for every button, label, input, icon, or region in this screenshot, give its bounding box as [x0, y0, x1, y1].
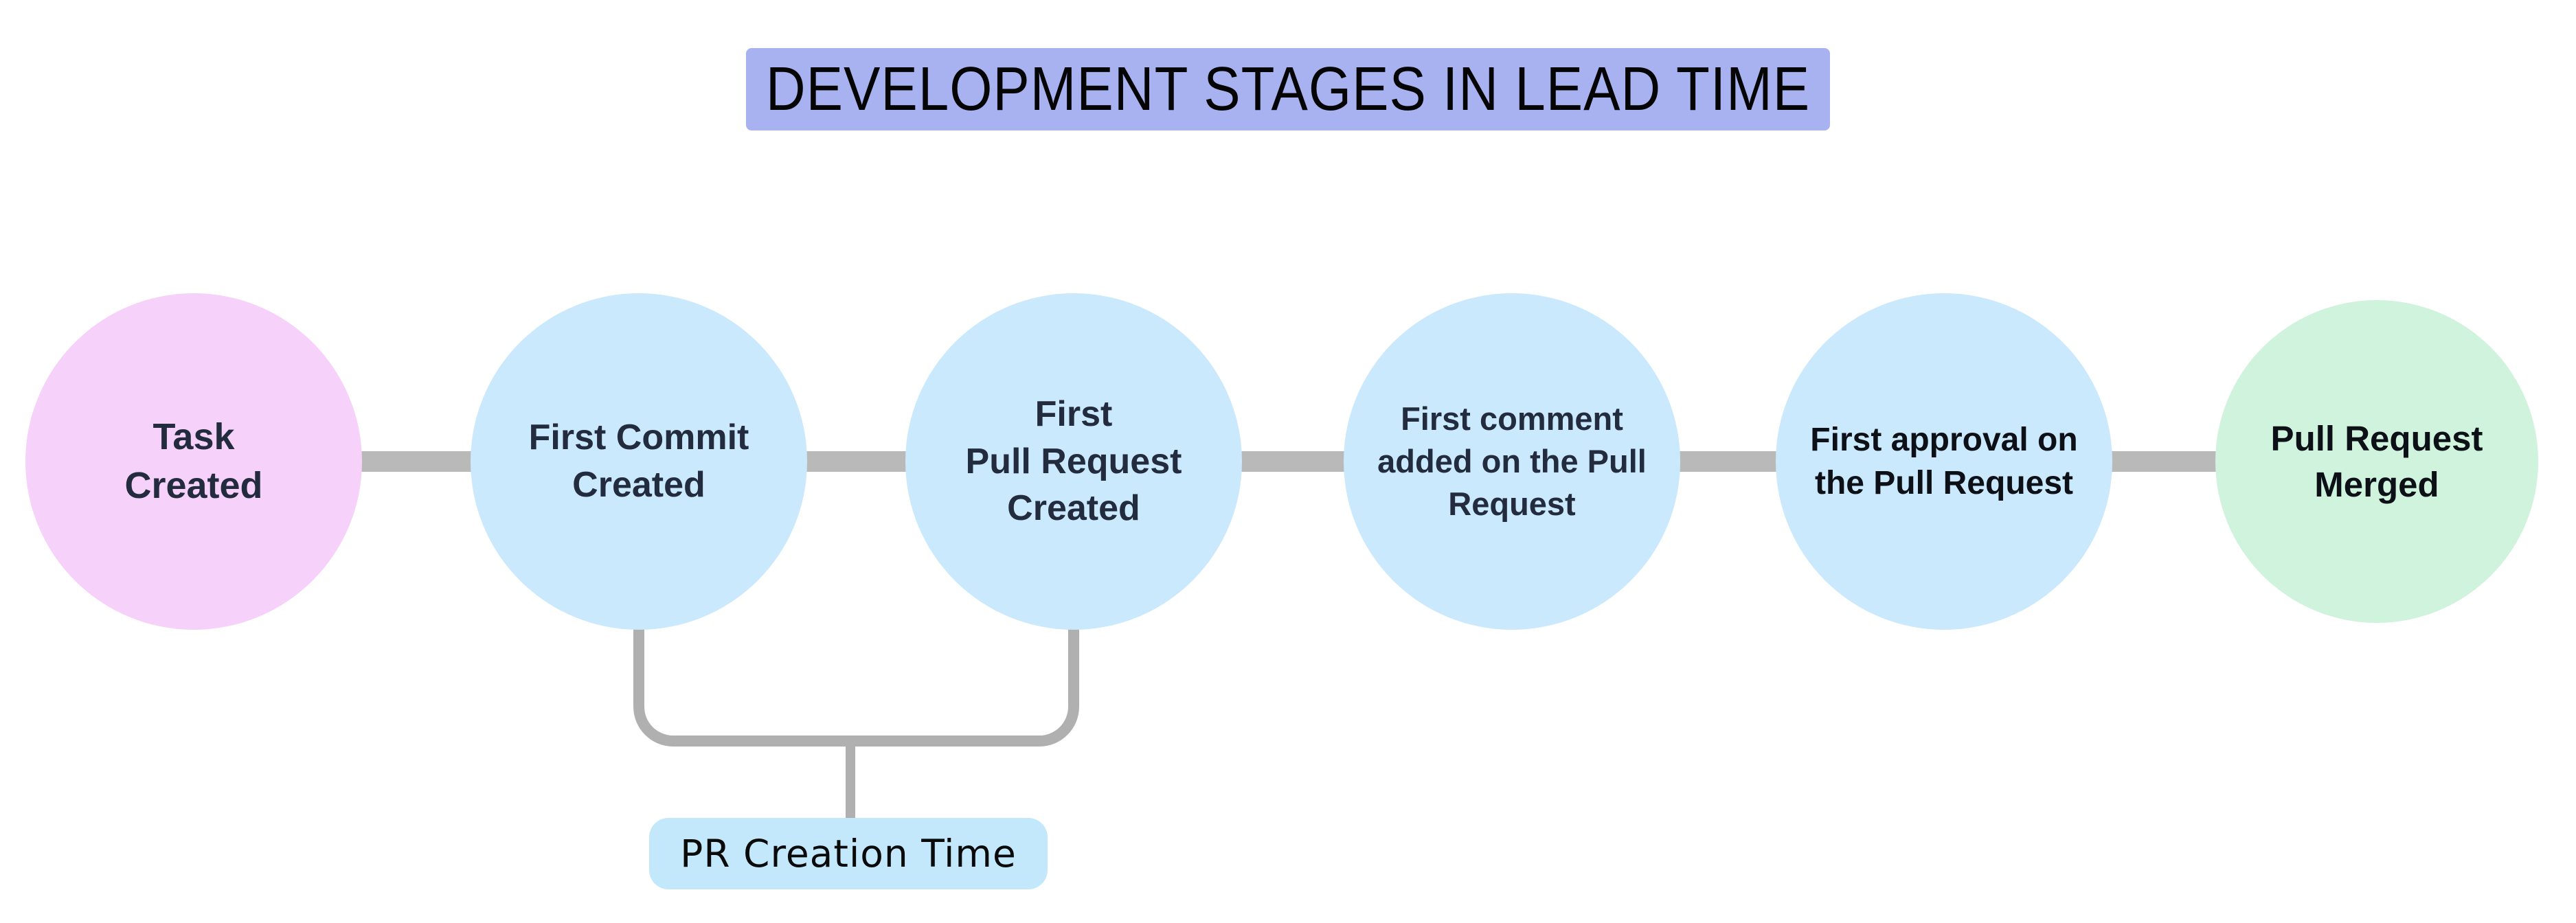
stage-node-first-approval: First approval on the Pull Request [1776, 293, 2112, 630]
stage-node-first-pull-request-created: First Pull Request Created [905, 293, 1242, 630]
stage-node-first-commit-created: First Commit Created [471, 293, 807, 630]
stage-label: Pull Request Merged [2270, 418, 2483, 504]
stage-label: First approval on the Pull Request [1810, 421, 2078, 501]
diagram-title-text: DEVELOPMENT STAGES IN LEAD TIME [765, 54, 1811, 124]
stage-node-task-created: Task Created [25, 293, 362, 630]
stage-node-first-comment-added: First comment added on the Pull Request [1344, 293, 1680, 630]
stage-node-pull-request-merged: Pull Request Merged [2215, 300, 2538, 623]
stage-label: Task Created [124, 415, 263, 506]
diagram-title-bar: DEVELOPMENT STAGES IN LEAD TIME [746, 48, 1830, 130]
pr-creation-time-bracket [633, 604, 1079, 747]
pr-creation-time-label: PR Creation Time [649, 818, 1048, 889]
stage-label: First comment added on the Pull Request [1377, 400, 1647, 523]
pr-creation-time-bracket-stem [846, 742, 855, 819]
pr-creation-time-text: PR Creation Time [680, 832, 1017, 876]
stage-label: First Commit Created [528, 418, 749, 505]
stage-label: First Pull Request Created [965, 394, 1182, 529]
